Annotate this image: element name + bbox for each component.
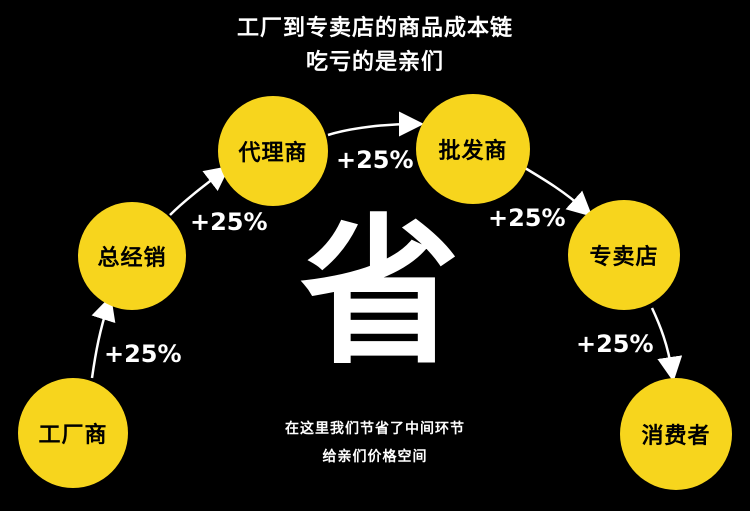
node-consumer-label: 消费者	[641, 424, 711, 449]
node-wholesaler: 批发商	[416, 94, 530, 204]
node-factory: 工厂商	[18, 378, 128, 488]
node-wholesaler-label: 批发商	[438, 139, 508, 164]
node-distributor-label: 总经销	[97, 246, 167, 271]
footer-line-2: 给亲们价格空间	[322, 449, 428, 465]
footer-line-1: 在这里我们节省了中间环节	[285, 421, 465, 437]
arrow-store-to-consumer	[650, 307, 683, 382]
markup-3: +25%	[336, 146, 414, 174]
node-store: 专卖店	[568, 200, 680, 310]
node-distributor: 总经销	[78, 202, 186, 310]
title-line-1: 工厂到专卖店的商品成本链	[236, 16, 513, 41]
arrow-factory-to-distributor	[90, 295, 116, 379]
node-store-label: 专卖店	[589, 245, 659, 270]
save-character: 省	[299, 199, 460, 386]
node-consumer: 消费者	[620, 378, 732, 490]
title-line-2: 吃亏的是亲们	[305, 50, 444, 75]
node-factory-label: 工厂商	[38, 423, 108, 448]
markup-1: +25%	[104, 340, 182, 368]
arrow-agent-to-wholesaler	[327, 111, 424, 137]
node-agent-label: 代理商	[238, 141, 308, 166]
node-agent: 代理商	[218, 96, 328, 206]
arrow-wholesaler-to-store	[524, 166, 593, 217]
markup-2: +25%	[190, 208, 268, 236]
arrow-distributor-to-agent	[169, 165, 230, 216]
markup-5: +25%	[576, 330, 654, 358]
markup-4: +25%	[488, 204, 566, 232]
